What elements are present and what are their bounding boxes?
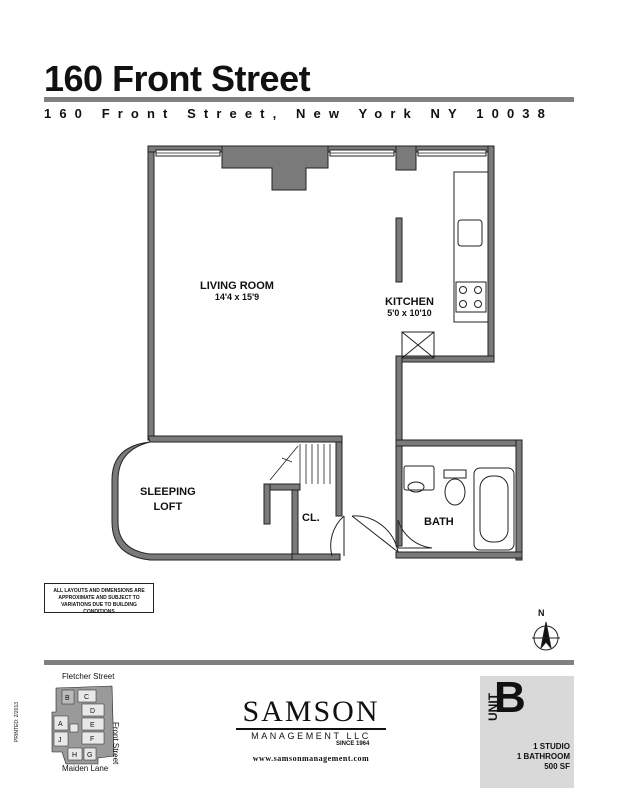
unit-type: 1 STUDIO xyxy=(533,742,570,751)
key-unit-g xyxy=(83,747,97,761)
burner-4 xyxy=(474,300,482,308)
disclaimer-box: ALL LAYOUTS AND DIMENSIONS ARE APPROXIMA… xyxy=(44,583,154,615)
closet-west-wall xyxy=(291,487,299,561)
column-right xyxy=(395,145,417,171)
bath-sink xyxy=(403,465,435,491)
address-line: 160 Front Street, New York NY 10038 xyxy=(44,106,553,121)
room-name: SLEEPING xyxy=(140,486,196,498)
bath-east-wall xyxy=(515,439,523,561)
kitchen-counter xyxy=(453,171,489,323)
fridge xyxy=(401,331,435,359)
kitchen-partition xyxy=(395,217,403,283)
key-label-g: G xyxy=(87,752,92,759)
key-label-j: J xyxy=(58,737,62,744)
key-unit-b xyxy=(61,689,75,705)
unit-box xyxy=(480,676,574,788)
closet-label: CL. xyxy=(302,512,320,524)
room-dims: 14'4 x 15'9 xyxy=(214,292,260,302)
key-unit-c xyxy=(77,689,97,703)
printed-date: PRINTED: 2/2013 xyxy=(14,701,20,742)
top-divider xyxy=(44,97,574,102)
unit-info: 1 STUDIO 1 BATHROOM 500 SF xyxy=(480,742,570,772)
key-label-b: B xyxy=(65,695,70,702)
logo-name: SAMSON xyxy=(242,695,380,728)
key-label-h: H xyxy=(72,752,77,759)
living-west-wall xyxy=(147,145,155,441)
bathtub-inner xyxy=(479,475,509,543)
unit-letter: B xyxy=(494,673,526,722)
sleeping-loft-label: SLEEPING LOFT xyxy=(140,485,196,515)
stair-landing-side xyxy=(263,483,271,525)
key-unit-e xyxy=(81,717,105,731)
key-plan: B C D E F A J H G xyxy=(51,685,115,765)
key-street-right: Front Street xyxy=(111,722,120,765)
room-name-2: LOFT xyxy=(153,501,183,513)
key-core xyxy=(69,723,79,733)
key-unit-h xyxy=(67,747,83,761)
stove xyxy=(455,281,487,313)
logo-url[interactable]: www.samsonmanagement.com xyxy=(252,754,370,763)
stair-east-wall xyxy=(335,435,343,517)
key-label-c: C xyxy=(84,694,89,701)
key-label-f: F xyxy=(90,736,94,743)
key-unit-j xyxy=(53,731,69,747)
key-street-top: Fletcher Street xyxy=(62,672,115,681)
burner-2 xyxy=(474,286,482,294)
room-name: KITCHEN xyxy=(385,296,434,308)
north-arrow-icon xyxy=(532,621,560,651)
stairs xyxy=(269,444,331,484)
sink-basin xyxy=(407,481,425,493)
living-room-label: LIVING ROOM 14'4 x 15'9 xyxy=(200,280,274,302)
bath-south-wall xyxy=(395,551,523,559)
key-unit-d xyxy=(81,703,105,717)
toilet-tank xyxy=(443,469,467,479)
closet-south-wall xyxy=(291,553,341,561)
key-unit-a xyxy=(53,715,69,731)
room-name: LIVING ROOM xyxy=(200,280,274,292)
kitchen-sink xyxy=(457,219,483,247)
bottom-divider xyxy=(44,660,574,665)
kitchen-east-wall xyxy=(487,145,495,361)
unit-baths: 1 BATHROOM xyxy=(516,752,570,761)
logo-subtitle: MANAGEMENT LLC xyxy=(236,728,386,741)
burner-3 xyxy=(459,300,467,308)
bath-west-wall xyxy=(395,355,403,547)
bath-label: BATH xyxy=(424,516,454,528)
key-street-bottom: Maiden Lane xyxy=(62,764,109,773)
key-unit-f xyxy=(81,731,105,745)
key-label-a: A xyxy=(58,721,63,728)
room-dims: 5'0 x 10'10 xyxy=(387,308,432,318)
key-label-d: D xyxy=(90,708,95,715)
bath-north-wall xyxy=(395,439,521,447)
toilet-bowl xyxy=(444,478,466,506)
key-label-e: E xyxy=(90,722,95,729)
north-label: N xyxy=(538,608,545,618)
page-title: 160 Front Street xyxy=(44,58,311,99)
burner-1 xyxy=(459,286,467,294)
logo-since: SINCE 1964 xyxy=(336,741,370,747)
loft-wall xyxy=(111,435,343,561)
floor-plan: LIVING ROOM 14'4 x 15'9 KITCHEN 5'0 x 10… xyxy=(111,145,560,651)
kitchen-south-wall xyxy=(399,355,495,363)
bathtub xyxy=(473,467,515,551)
kitchen-label: KITCHEN 5'0 x 10'10 xyxy=(385,296,434,318)
chimney-column xyxy=(221,145,329,191)
doors xyxy=(330,515,433,557)
unit-size: 500 SF xyxy=(544,762,570,771)
